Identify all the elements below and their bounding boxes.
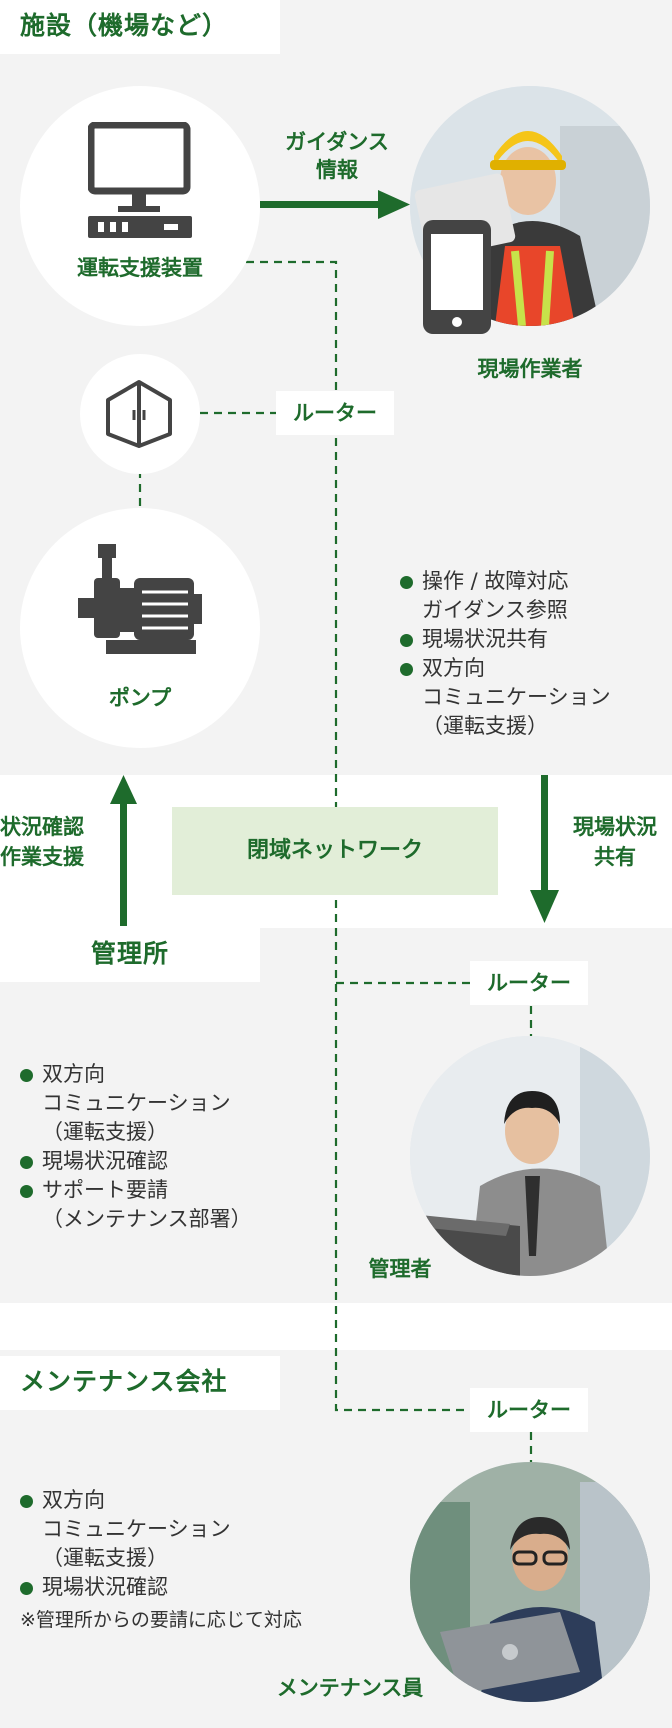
left-arrow-label: 状況確認 作業支援 [0, 815, 84, 869]
door-icon [106, 380, 172, 448]
list-item: 双方向 [20, 1060, 320, 1089]
facility-bullets: 操作 / 故障対応 ガイダンス参照 現場状況共有 双方向 コミュニケーション （… [400, 567, 660, 741]
device-label: 運転支援装置 [77, 256, 203, 280]
closed-network-box: 閉域ネットワーク [172, 807, 498, 895]
maintenance-note: ※管理所からの要請に応じて対応 [20, 1609, 302, 1631]
list-item-continued: （メンテナンス部署） [42, 1207, 252, 1231]
list-item-continued: （運転支援） [42, 1546, 168, 1570]
maintenance-person-label: メンテナンス員 [276, 1676, 424, 1700]
list-item: 現場状況確認 [20, 1147, 320, 1176]
left-arrow-shaft [120, 800, 127, 926]
maintenance-bullets: 双方向 コミュニケーション （運転支援） 現場状況確認 [20, 1486, 320, 1602]
computer-icon [88, 122, 192, 238]
maintenance-title: メンテナンス会社 [0, 1356, 280, 1410]
manager-photo [410, 1036, 650, 1276]
facility-router: ルーター [276, 391, 394, 435]
facility-title: 施設（機場など） [0, 0, 280, 54]
bullet-dot [20, 1495, 33, 1508]
guidance-arrow-shaft [260, 201, 380, 208]
bullet-dot [400, 634, 413, 647]
pump-icon [78, 544, 202, 654]
list-item-continued: コミュニケーション [42, 1091, 231, 1115]
list-item-continued: ガイダンス参照 [422, 598, 568, 622]
list-item: 操作 / 故障対応 [400, 567, 660, 596]
bullet-dot [20, 1156, 33, 1169]
bullet-dot [20, 1185, 33, 1198]
list-item: 双方向 [400, 654, 660, 683]
management-bullets: 双方向 コミュニケーション （運転支援） 現場状況確認 サポート要請 （メンテナ… [20, 1060, 320, 1234]
management-router: ルーター [470, 961, 588, 1005]
list-item-continued: （運転支援） [42, 1120, 168, 1144]
guidance-label: ガイダンス 情報 [285, 130, 389, 182]
bullet-dot [400, 663, 413, 676]
worker-label: 現場作業者 [477, 357, 583, 381]
left-arrow-head [110, 775, 137, 804]
bullet-dot [20, 1069, 33, 1082]
manager-label: 管理者 [368, 1257, 432, 1281]
list-item: サポート要請 [20, 1176, 320, 1205]
list-item: 双方向 [20, 1486, 320, 1515]
list-item-continued: コミュニケーション [422, 685, 611, 709]
maintenance-photo [410, 1462, 650, 1702]
list-item: 現場状況共有 [400, 625, 660, 654]
right-arrow-head [530, 890, 559, 923]
right-arrow-shaft [541, 775, 548, 893]
management-title: 管理所 [0, 928, 260, 982]
pump-label: ポンプ [108, 686, 172, 710]
maintenance-router: ルーター [470, 1388, 588, 1432]
bullet-dot [20, 1582, 33, 1595]
guidance-arrow-head [378, 190, 410, 219]
bullet-dot [400, 576, 413, 589]
list-item: 現場状況確認 [20, 1573, 320, 1602]
right-arrow-label: 現場状況 共有 [573, 815, 657, 869]
list-item-continued: コミュニケーション [42, 1517, 231, 1541]
list-item-continued: （運転支援） [422, 714, 548, 738]
smartphone-icon [423, 220, 491, 334]
